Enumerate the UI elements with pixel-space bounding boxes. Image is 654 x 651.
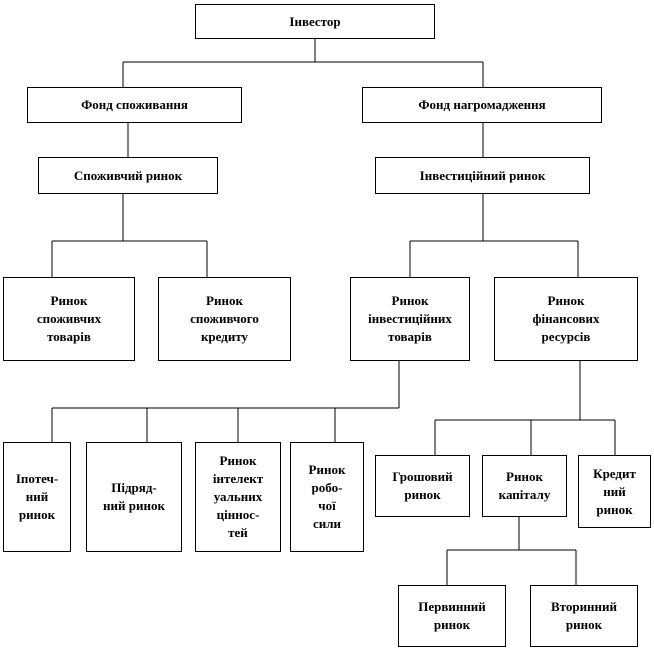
node-investor: Інвестор bbox=[195, 4, 435, 39]
node-consumption-fund: Фонд споживання bbox=[27, 87, 242, 123]
node-mortgage-market: Іпотеч- ний ринок bbox=[3, 442, 71, 552]
node-investment-goods-market: Ринок інвестиційних товарів bbox=[350, 277, 470, 361]
node-secondary-market: Вторинний ринок bbox=[530, 585, 638, 647]
node-contract-market: Підряд- ний ринок bbox=[86, 442, 182, 552]
node-intellectual-values-market: Ринок інтелект уальних ціннос- тей bbox=[195, 442, 281, 552]
node-labor-market: Ринок робо- чої сили bbox=[290, 442, 364, 552]
node-accumulation-fund: Фонд нагромадження bbox=[362, 87, 602, 123]
node-capital-market: Ринок капіталу bbox=[482, 455, 567, 517]
node-consumer-goods-market: Ринок споживчих товарів bbox=[3, 277, 135, 361]
node-credit-market: Кредит ний ринок bbox=[578, 455, 651, 528]
node-investment-market: Інвестиційний ринок bbox=[375, 157, 590, 194]
node-consumer-market: Споживчий ринок bbox=[38, 157, 218, 194]
node-financial-resources-market: Ринок фінансових ресурсів bbox=[494, 277, 638, 361]
node-consumer-credit-market: Ринок споживчого кредиту bbox=[158, 277, 291, 361]
node-primary-market: Первинний ринок bbox=[398, 585, 506, 647]
node-money-market: Грошовий ринок bbox=[375, 455, 470, 517]
